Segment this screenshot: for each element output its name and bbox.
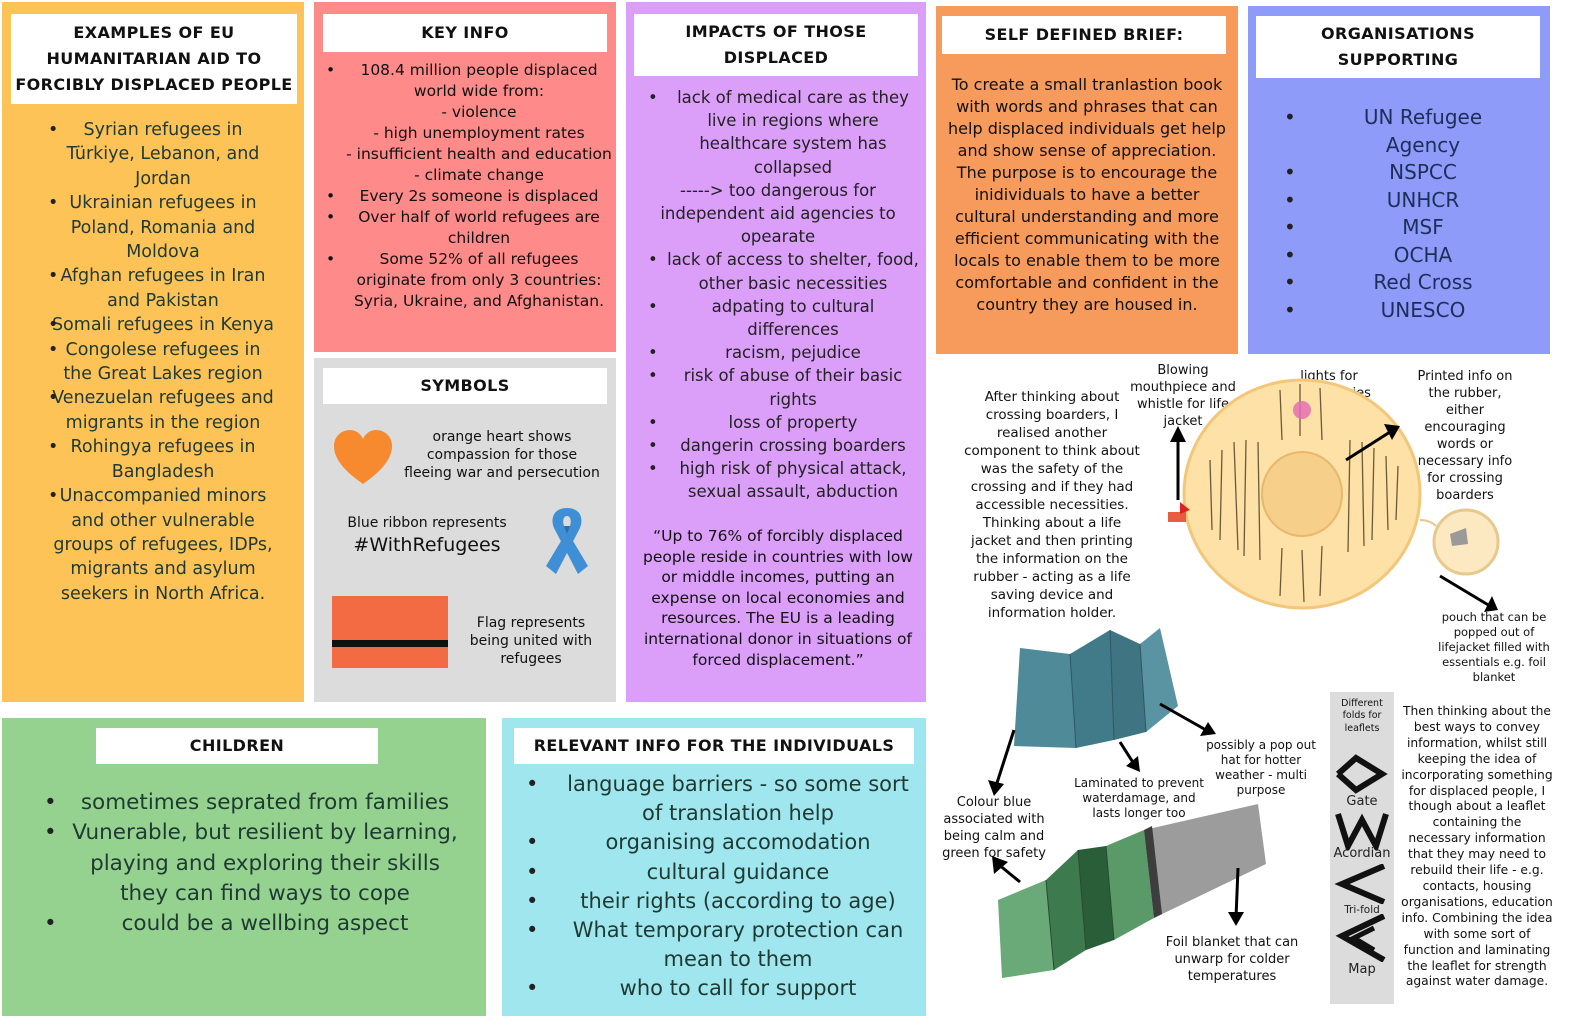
fold-label: Acordian — [1333, 846, 1391, 861]
list-item: loss of property — [728, 412, 858, 432]
key-info-item-2: Every 2s someone is displaced — [359, 187, 599, 205]
impacts-item-1-note: -----> too dangerous for independent aid… — [660, 180, 896, 247]
examples-title: EXAMPLES OF EU HUMANITARIAN AID TO FORCI… — [11, 14, 297, 104]
life-jacket-sketch — [1168, 378, 1500, 610]
key-info-list: • 108.4 million people displaced world w… — [326, 61, 612, 310]
impacts-list: • lack of medical care as they live in r… — [636, 86, 920, 504]
list-item: Red Cross — [1373, 270, 1473, 294]
list-item: Venezuelan refugees and migrants in the … — [48, 386, 276, 435]
key-info-panel: KEY INFO • 108.4 million people displace… — [314, 2, 616, 352]
printed-label: Printed info on the rubber, either encou… — [1417, 369, 1513, 503]
list-item: lack of access to shelter, food, other b… — [667, 250, 919, 293]
orgs-title: ORGANISATIONS SUPPORTING — [1256, 16, 1540, 78]
list-item: Afghan refugees in Iran and Pakistan — [48, 264, 276, 313]
list-item: UNESCO — [1380, 297, 1466, 322]
folds-title: Different folds for leaflets — [1341, 698, 1383, 734]
list-item: NSPCC — [1389, 160, 1457, 184]
list-item: organising accomodation — [605, 830, 871, 855]
colour-blue-label: Colour blue associated with being calm a… — [942, 795, 1046, 861]
list-item: Somali refugees in Kenya — [48, 313, 276, 338]
list-item: high risk of physical attack, sexual ass… — [679, 459, 907, 502]
examples-panel: EXAMPLES OF EU HUMANITARIAN AID TO FORCI… — [2, 2, 304, 702]
list-item: OCHA — [1393, 242, 1453, 267]
pouch-label: pouch that can be popped out of lifejack… — [1438, 610, 1550, 684]
children-panel: CHILDREN •sometimes seprated from famili… — [2, 718, 486, 1016]
list-item: Rohingya refugees in Bangladesh — [48, 435, 276, 484]
key-info-item-4: Some 52% of all refugees originate from … — [353, 250, 605, 310]
green-leaflet-sketch — [998, 804, 1266, 978]
ribbon-text: Blue ribbon represents #WithRefugees — [347, 515, 507, 556]
key-info-title: KEY INFO — [323, 14, 607, 52]
fold-label: Tri-fold — [1344, 904, 1380, 916]
list-item: adpating to cultural differences — [711, 296, 875, 340]
flag-icon — [332, 596, 448, 668]
brief-title: SELF DEFINED BRIEF: — [942, 16, 1226, 54]
list-item: risk of abuse of their basic rights — [683, 366, 903, 409]
relevant-title: RELEVANT INFO FOR THE INDIVIDUALS — [514, 728, 914, 764]
ribbon-icon — [546, 508, 588, 574]
list-item: their rights (according to age) — [580, 888, 896, 913]
map-fold-icon — [1335, 914, 1386, 962]
list-item: Congolese refugees in the Great Lakes re… — [48, 338, 276, 387]
orgs-panel: ORGANISATIONS SUPPORTING •UN Refugee Age… — [1248, 6, 1550, 354]
list-item: MSF — [1402, 215, 1444, 239]
list-item: Ukrainian refugees in Poland, Romania an… — [48, 191, 276, 264]
relevant-list: •language barriers - so some sort of tra… — [522, 770, 918, 1004]
leaflet-arrows — [988, 702, 1244, 926]
thinking-text: After thinking about crossing boarders, … — [964, 389, 1140, 621]
list-item: cultural guidance — [646, 859, 830, 884]
impacts-quote: “Up to 76% of forcibly displaced people … — [642, 527, 913, 669]
blowing-label: Blowing mouthpiece and whistle for life … — [1130, 363, 1236, 429]
children-title: CHILDREN — [96, 728, 378, 764]
fold-label: Gate — [1346, 794, 1378, 809]
leaflet-text: Then thinking about the best ways to con… — [1401, 704, 1553, 989]
fold-label: Map — [1348, 962, 1376, 977]
flag-text: Flag represents being united with refuge… — [469, 615, 593, 667]
symbols-panel: SYMBOLS orange heart shows compassion fo… — [314, 358, 616, 702]
heart-text: orange heart shows compassion for those … — [404, 429, 600, 481]
key-info-item-3: Over half of world refugees are children — [358, 208, 600, 247]
relevant-panel: RELEVANT INFO FOR THE INDIVIDUALS •langu… — [502, 718, 926, 1016]
list-item: Syrian refugees in Türkiye, Lebanon, and… — [48, 118, 276, 191]
key-info-item-1: 108.4 million people displaced world wid… — [346, 61, 612, 184]
children-list: •sometimes seprated from families •Vuner… — [42, 788, 462, 939]
list-item: Vunerable, but resilient by learning, pl… — [72, 820, 458, 906]
list-item: Unaccompanied minors and other vulnerabl… — [48, 484, 276, 606]
folds-panel: Different folds for leaflets Gate Acordi… — [1330, 692, 1394, 1004]
list-item: sometimes seprated from families — [80, 790, 450, 815]
examples-list: Syrian refugees in Türkiye, Lebanon, and… — [48, 118, 276, 606]
list-item: UN Refugee Agency — [1363, 105, 1483, 157]
list-item: language barriers - so some sort of tran… — [567, 772, 909, 826]
laminated-label: Laminated to prevent waterdamage, and la… — [1074, 776, 1204, 820]
list-item: What temporary protection can mean to th… — [572, 918, 904, 972]
impacts-item-1: lack of medical care as they live in reg… — [677, 88, 909, 177]
jacket-arrows — [1170, 424, 1498, 612]
list-item: dangerin crossing boarders — [680, 436, 906, 456]
orgs-list: •UN Refugee Agency •NSPCC •UNHCR •MSF •O… — [1278, 104, 1528, 324]
impacts-title: IMPACTS OF THOSE DISPLACED — [634, 14, 918, 76]
heart-icon — [334, 430, 392, 484]
list-item: UNHCR — [1386, 187, 1460, 212]
popout-label: possibly a pop out hat for hotter weathe… — [1206, 738, 1316, 797]
symbols-title: SYMBOLS — [323, 368, 607, 404]
gate-fold-icon — [1336, 754, 1388, 794]
list-item: who to call for support — [619, 976, 857, 1001]
impacts-panel: IMPACTS OF THOSE DISPLACED • lack of med… — [626, 2, 926, 702]
list-item: could be a wellbing aspect — [121, 911, 409, 937]
accordion-fold-icon — [1335, 813, 1389, 850]
brief-text: To create a small tranlastion book with … — [948, 75, 1226, 314]
blue-leaflet-sketch — [1014, 628, 1178, 749]
list-item: racism, pejudice — [725, 343, 861, 363]
brief-panel: SELF DEFINED BRIEF: To create a small tr… — [936, 6, 1238, 354]
trifold-icon — [1334, 864, 1386, 904]
foil-label: Foil blanket that can unwarp for colder … — [1165, 935, 1299, 984]
